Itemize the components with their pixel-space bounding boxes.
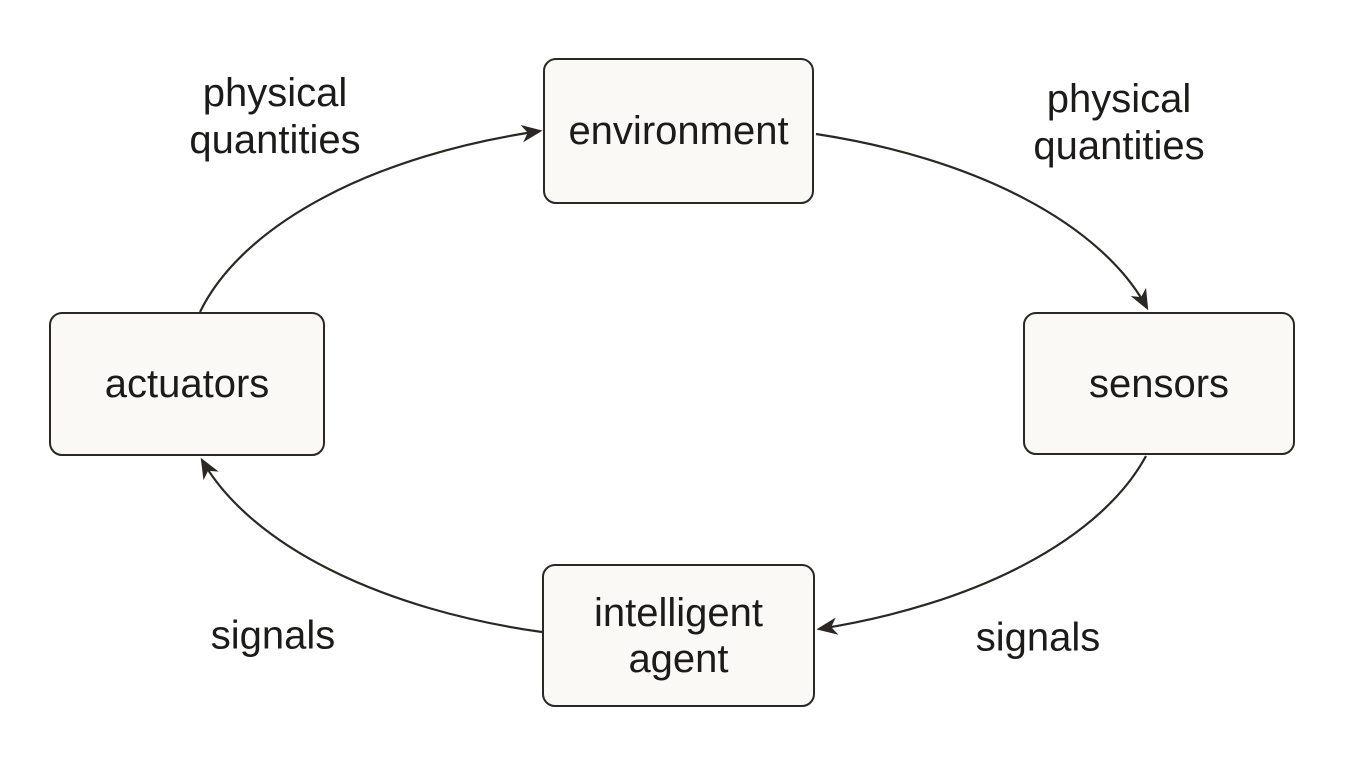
edge-label-physical-quantities-right: physical quantities <box>1033 77 1205 168</box>
arrow-sensors-to-intelligent-agent <box>816 455 1147 635</box>
node-intelligent-agent-label: intelligent agent <box>593 590 763 681</box>
node-environment: environment <box>543 58 814 204</box>
node-environment-label: environment <box>568 109 789 153</box>
node-sensors-label: sensors <box>1088 361 1230 406</box>
edge-label-signals-right: signals <box>975 615 1101 660</box>
edge-label-physical-quantities-left: physical quantities <box>189 71 361 162</box>
edge-label-signals-left: signals <box>210 613 336 658</box>
arrow-actuators-to-environment <box>199 125 543 313</box>
node-intelligent-agent: intelligent agent <box>542 564 815 707</box>
arrow-intelligent-agent-to-actuators <box>200 457 543 634</box>
arrow-environment-to-sensors <box>815 132 1149 311</box>
node-actuators: actuators <box>49 312 325 456</box>
node-actuators-label: actuators <box>104 362 270 406</box>
node-sensors: sensors <box>1023 312 1295 455</box>
